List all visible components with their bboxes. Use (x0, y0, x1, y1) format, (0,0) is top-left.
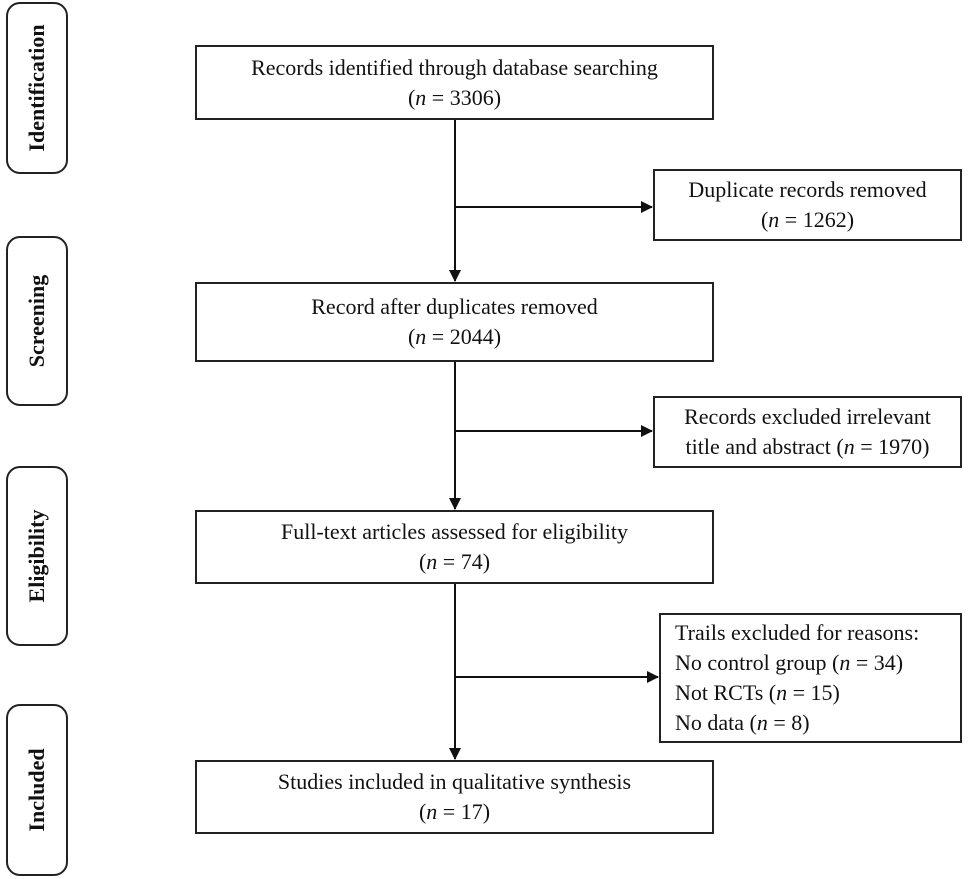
records-after-duplicates-text: Record after duplicates removed (311, 294, 598, 319)
duplicates-removed-text: Duplicate records removed (688, 177, 927, 202)
records-identified-box: Records identified through database sear… (195, 45, 714, 120)
trials-excluded-heading: Trails excluded for reasons: (675, 620, 920, 645)
duplicates-removed-count: (n = 1262) (760, 207, 855, 232)
records-excluded-box: Records excluded irrelevant title and ab… (653, 396, 962, 468)
duplicates-removed-box: Duplicate records removed (n = 1262) (653, 169, 962, 241)
trials-excluded-box: Trails excluded for reasons: No control … (659, 613, 962, 743)
records-excluded-count: title and abstract (n = 1970) (685, 434, 930, 459)
fulltext-assessed-box: Full-text articles assessed for eligibil… (195, 510, 714, 584)
phase-identification: Identification (6, 2, 68, 174)
fulltext-assessed-text: Full-text articles assessed for eligibil… (280, 519, 629, 544)
reason-not-rcts: Not RCTs (n = 15) (675, 680, 840, 705)
records-identified-count: (n = 3306) (407, 84, 502, 110)
phase-eligibility: Eligibility (6, 466, 68, 646)
studies-included-count: (n = 17) (418, 799, 491, 824)
reason-no-data: No data (n = 8) (675, 710, 810, 735)
studies-included-text: Studies included in qualitative synthesi… (277, 769, 632, 794)
phase-included: Included (6, 704, 68, 876)
records-after-duplicates-count: (n = 2044) (407, 324, 502, 349)
records-excluded-line1: Records excluded irrelevant (684, 404, 931, 429)
records-after-duplicates-box: Record after duplicates removed (n = 204… (195, 282, 714, 362)
fulltext-assessed-count: (n = 74) (418, 549, 491, 574)
records-identified-text: Records identified through database sear… (251, 54, 658, 80)
studies-included-box: Studies included in qualitative synthesi… (195, 760, 714, 834)
reason-no-control-group: No control group (n = 34) (675, 650, 904, 675)
phase-screening: Screening (6, 236, 68, 406)
